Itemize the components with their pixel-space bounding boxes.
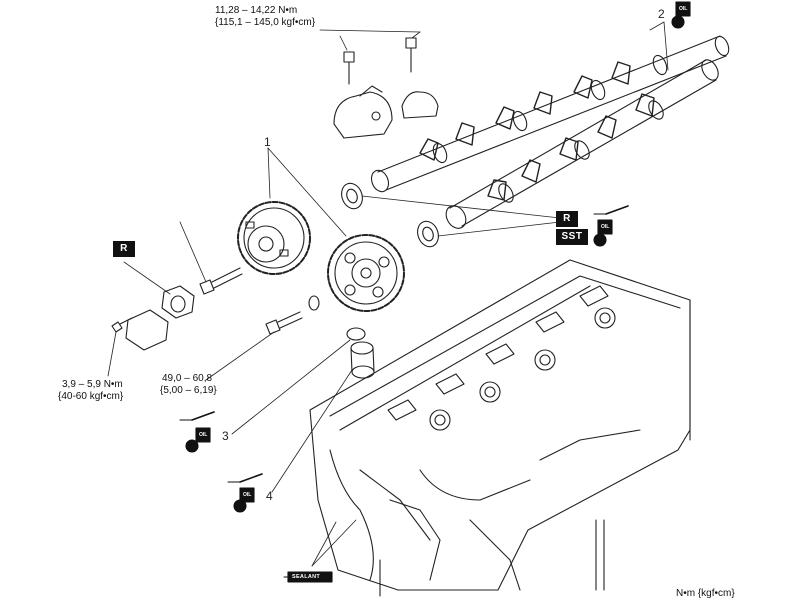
oil-label: OIL — [679, 6, 688, 12]
cam-cap-left — [333, 85, 393, 139]
torque-cover-kgf: {40-60 kgf•cm} — [58, 391, 124, 402]
callout-1: 1 — [264, 135, 271, 149]
oil-label: OIL — [601, 224, 610, 230]
oil-label: OIL — [243, 492, 252, 498]
camshaft-lower — [445, 59, 719, 229]
sst-label: SST — [556, 230, 588, 244]
torque-cam-cap-kgf: {115,1 – 145,0 kgf•cm} — [215, 17, 316, 28]
leader-lines — [107, 21, 669, 567]
torque-sprocket-value: 49,0 – 60,8 — [162, 373, 213, 384]
sprocket-bolt-upper — [199, 267, 243, 295]
end-cover — [125, 309, 169, 351]
oil-can-icon — [671, 1, 691, 29]
sealant-label: SEALANT — [292, 574, 321, 580]
torque-cover-value: 3,9 – 5,9 N•m — [62, 379, 123, 390]
oil-seal-upper — [341, 182, 363, 210]
sealant-icon — [283, 571, 333, 583]
oil-label: OIL — [199, 432, 208, 438]
replace-label-right: R — [556, 212, 578, 226]
replace-label-left: R — [113, 242, 135, 256]
cylinder-head — [309, 259, 691, 597]
cam-cap-bolt-left — [343, 51, 355, 85]
sprocket-exhaust — [327, 234, 405, 312]
torque-sprocket-kgf: {5,00 – 6,19} — [160, 385, 217, 396]
washer — [308, 295, 320, 311]
callout-3: 3 — [222, 429, 229, 443]
cover-screw — [111, 317, 133, 333]
callout-2: 2 — [658, 7, 665, 21]
cam-cap-bolt-right — [405, 37, 417, 73]
oil-can-icon — [227, 473, 263, 513]
oil-seal-lower — [417, 220, 439, 248]
tappet-shim — [346, 327, 366, 341]
units-note: N•m {kgf•cm} — [676, 588, 735, 599]
sprocket-bolt-lower — [265, 311, 303, 335]
oil-can-icon — [179, 411, 215, 453]
seal-plug-cover — [161, 285, 195, 319]
callout-4: 4 — [266, 489, 273, 503]
camshaft-upper — [370, 35, 730, 193]
tappet — [350, 341, 375, 379]
oil-can-icon — [593, 205, 629, 247]
cam-cap-right — [401, 91, 439, 119]
torque-cam-cap-value: 11,28 – 14,22 N•m — [215, 5, 298, 16]
sprocket-variable-timing — [237, 201, 311, 275]
